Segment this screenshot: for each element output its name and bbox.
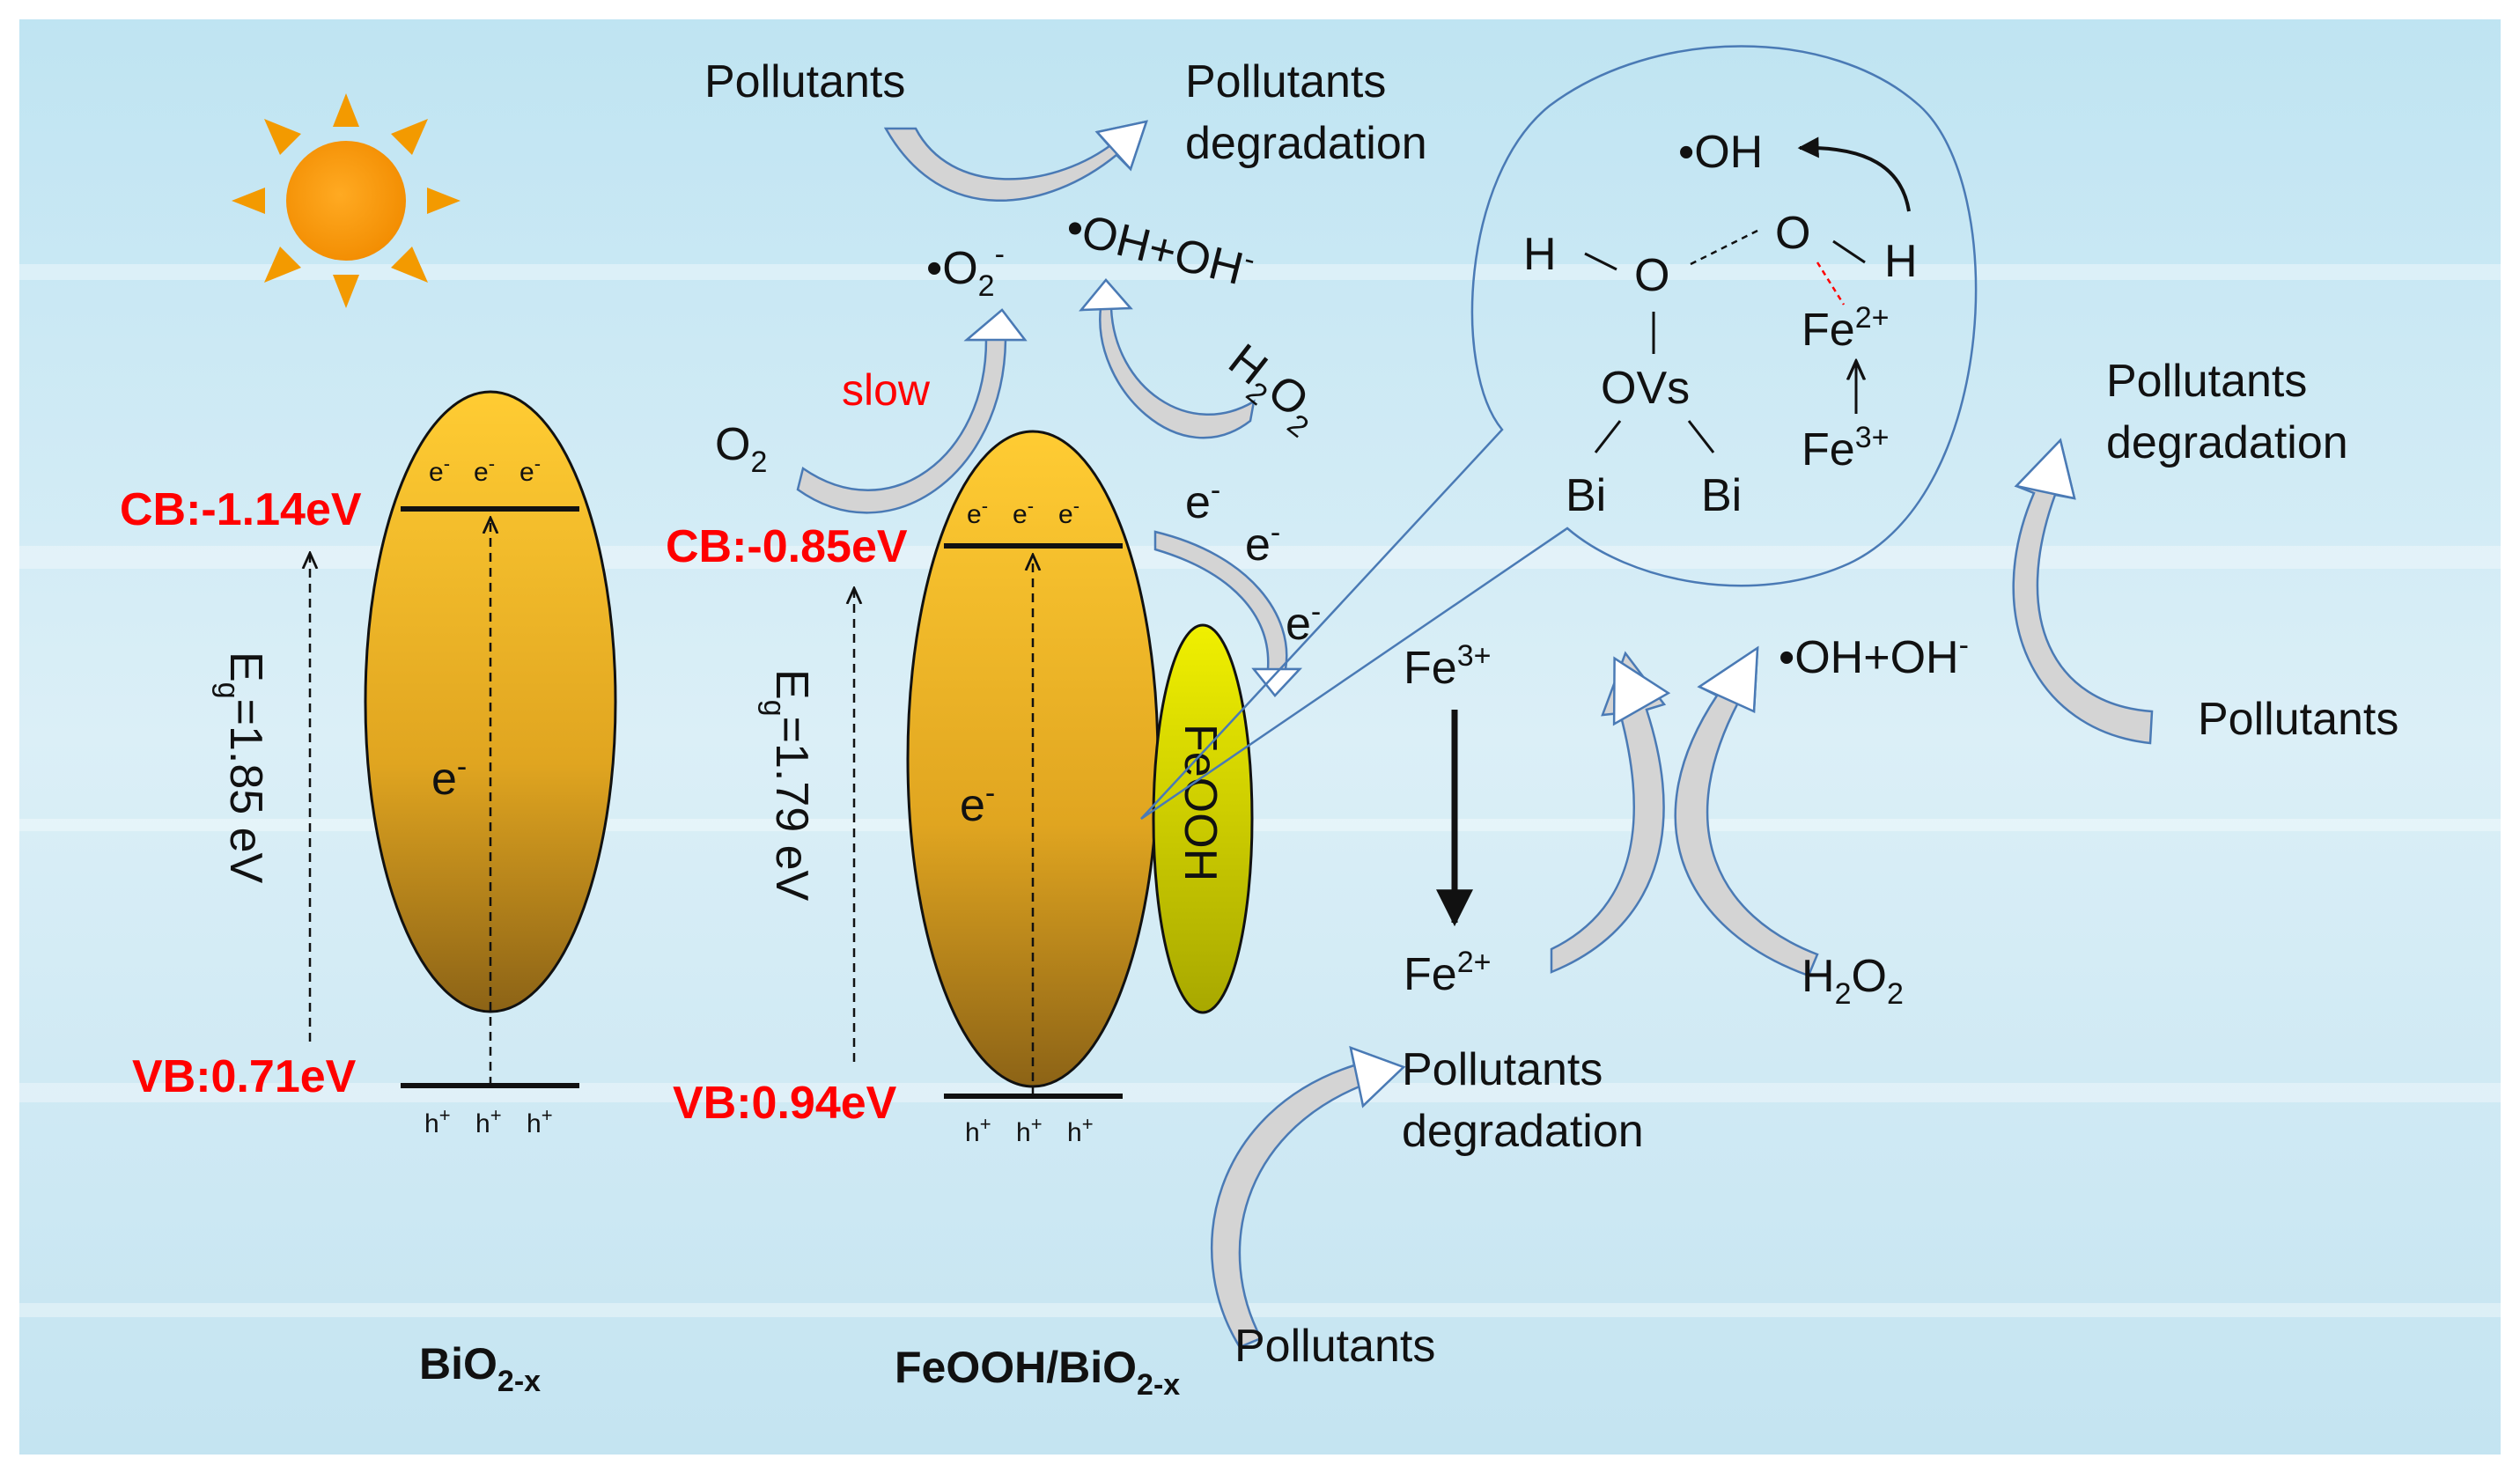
left-band-gap-label: Eg=1.85 eV [211,652,271,884]
bubble-fe3-label: Fe3+ [1802,421,1889,475]
right-vb-label: VB:0.94eV [673,1078,897,1129]
left-electron-label: e- [431,750,467,805]
bottom-degradation-arrow [1210,1046,1406,1349]
svg-text:e-: e- [967,495,988,529]
bubble-hydroxyl-label: •OH [1678,127,1763,178]
superoxide-label: •O2- [926,238,1005,303]
svg-text:e-: e- [1058,495,1079,529]
bubble-h-left: H [1523,229,1557,280]
svg-text:e-: e- [1013,495,1034,529]
cycle-h2o2-label: H2O2 [1802,951,1904,1011]
left-material-title: BiO2-x [419,1339,541,1398]
bottom-pollutants-label: Pollutants [1234,1321,1435,1372]
zoom-bubble [1140,45,1978,821]
bio2x-band [310,390,617,1088]
o2-label: O2 [715,419,767,479]
right-pollutants-label: Pollutants [2198,694,2398,745]
slow-label: slow [842,365,931,415]
bubble-bond-h-o [1584,252,1617,271]
left-vb-holes: h+ h+ h+ [424,1104,553,1138]
bubble-ovs-label: OVs [1601,363,1690,414]
svg-text:h+: h+ [527,1104,553,1138]
top-pollutants-label: Pollutants [704,56,905,107]
o2-to-superoxide-arrow [796,308,1028,514]
bubble-bi-left: Bi [1566,470,1606,521]
bubble-hydroxyl-arrow [1797,136,1911,212]
svg-text:h+: h+ [475,1104,502,1138]
h2o2-to-hydroxyl-arrow [1079,278,1256,439]
right-degradation-line1: Pollutants [2106,356,2307,407]
top-degradation-arrow [883,120,1148,203]
left-cb-label: CB:-1.14eV [120,484,362,535]
feooh-particle [1152,623,1254,1014]
left-vb-label: VB:0.71eV [132,1051,357,1102]
bubble-bond-ovs-bi-right [1687,420,1715,453]
top-degradation-line1: Pollutants [1185,56,1386,107]
cycle-fe3-label: Fe3+ [1404,639,1491,694]
bubble-bi-right: Bi [1701,470,1742,521]
transfer-electron-1: e- [1185,474,1220,528]
cycle-fe2-label: Fe2+ [1404,946,1491,1000]
bubble-hydrogen-bond [1690,229,1758,266]
electron-transfer-arrow [1153,530,1302,697]
right-degradation-arrow [2012,438,2154,745]
right-material-title: FeOOH/BiO2-x [895,1343,1180,1402]
right-cb-electrons: e- e- e- [967,495,1079,529]
bubble-bond-o-h [1832,239,1866,264]
svg-text:h+: h+ [1016,1113,1043,1147]
bottom-degradation-line2: degradation [1402,1106,1644,1157]
right-degradation-line2: degradation [2106,417,2348,468]
feooh-bio2x-band [854,430,1160,1099]
feooh-label: FeOOH [1175,724,1226,881]
svg-text:e-: e- [519,453,541,487]
bottom-degradation-line1: Pollutants [1402,1044,1603,1095]
bubble-fe-o-bond [1816,261,1846,306]
right-electron-label: e- [960,777,995,831]
left-cb-electrons: e- e- e- [429,453,541,487]
bubble-o-right: O [1775,208,1810,259]
top-degradation-line2: degradation [1185,118,1427,169]
sun-icon [232,93,461,308]
cycle-crossing-arrows [1550,645,1819,977]
bubble-bond-ovs-bi-left [1594,420,1622,453]
svg-text:h+: h+ [1067,1113,1094,1147]
svg-text:h+: h+ [965,1113,991,1147]
bubble-h-right: H [1884,236,1918,287]
bubble-fe2-label: Fe2+ [1802,301,1889,356]
svg-text:e-: e- [474,453,495,487]
right-cb-label: CB:-0.85eV [666,521,908,572]
right-vb-holes: h+ h+ h+ [965,1113,1094,1147]
svg-text:e-: e- [429,453,450,487]
transfer-electron-2: e- [1245,516,1280,571]
cycle-hydroxyl-label: •OH+OH- [1779,629,1969,683]
svg-text:h+: h+ [424,1104,451,1138]
right-band-gap-label: Eg=1.79 eV [757,669,817,902]
bubble-o-left: O [1634,250,1669,301]
